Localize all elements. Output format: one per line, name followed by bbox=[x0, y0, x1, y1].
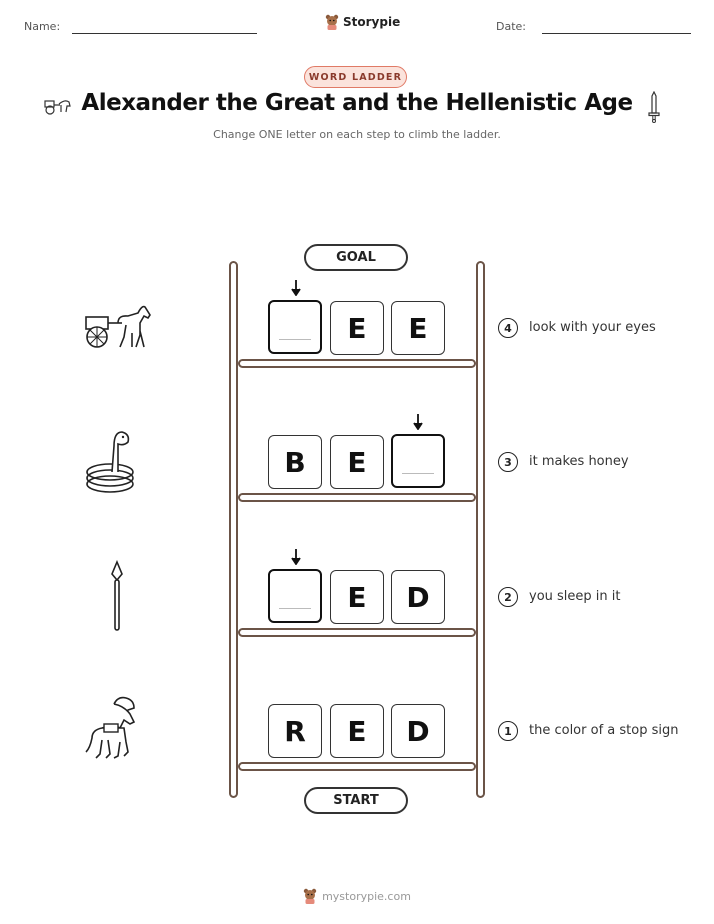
footer: mystorypie.com bbox=[0, 888, 714, 904]
chariot-title-icon bbox=[44, 100, 71, 115]
letter-tile: E bbox=[330, 704, 384, 758]
letter-tile: E bbox=[330, 570, 384, 624]
spear-icon bbox=[111, 560, 123, 631]
bear-mascot-icon bbox=[303, 888, 317, 904]
brand-logo: Storypie bbox=[325, 14, 400, 30]
step-number: 3 bbox=[498, 452, 518, 472]
blank-line bbox=[279, 339, 311, 340]
name-label: Name: bbox=[24, 20, 61, 33]
ladder-rung bbox=[238, 493, 476, 502]
down-arrow-icon bbox=[291, 280, 301, 296]
letter-tile: R bbox=[268, 704, 322, 758]
date-label: Date: bbox=[496, 20, 526, 33]
date-field[interactable] bbox=[542, 33, 691, 34]
blank-line bbox=[402, 473, 434, 474]
clue-text: the color of a stop sign bbox=[529, 723, 679, 738]
footer-site: mystorypie.com bbox=[322, 889, 411, 903]
letter-tile: E bbox=[330, 301, 384, 355]
bear-mascot-icon bbox=[325, 14, 339, 30]
down-arrow-icon bbox=[291, 549, 301, 565]
letter-tile-blank[interactable] bbox=[268, 300, 322, 354]
ladder-rung bbox=[238, 628, 476, 637]
sword-title-icon bbox=[648, 91, 660, 123]
letter-tile-blank[interactable] bbox=[391, 434, 445, 488]
down-arrow-icon bbox=[413, 414, 423, 430]
brand-name: Storypie bbox=[343, 15, 401, 29]
name-field[interactable] bbox=[72, 33, 257, 34]
ladder-rung bbox=[238, 762, 476, 771]
letter-tile: D bbox=[391, 570, 445, 624]
letter-tile-blank[interactable] bbox=[268, 569, 322, 623]
start-label: START bbox=[304, 787, 408, 814]
step-number: 2 bbox=[498, 587, 518, 607]
goal-label: GOAL bbox=[304, 244, 408, 271]
clue-text: you sleep in it bbox=[529, 589, 621, 604]
step-number: 4 bbox=[498, 318, 518, 338]
ladder-right-rail bbox=[476, 261, 485, 798]
clue-text: it makes honey bbox=[529, 454, 629, 469]
ladder-left-rail bbox=[229, 261, 238, 798]
letter-tile: B bbox=[268, 435, 322, 489]
letter-tile: D bbox=[391, 704, 445, 758]
horse-icon bbox=[85, 696, 136, 759]
page-title: Alexander the Great and the Hellenistic … bbox=[81, 90, 633, 116]
blank-line bbox=[279, 608, 311, 609]
instructions: Change ONE letter on each step to climb … bbox=[213, 128, 501, 141]
letter-tile: E bbox=[391, 301, 445, 355]
letter-tile: E bbox=[330, 435, 384, 489]
ladder-rung bbox=[238, 359, 476, 368]
word-ladder-badge: WORD LADDER bbox=[304, 66, 407, 88]
chariot-icon bbox=[85, 305, 151, 348]
clue-text: look with your eyes bbox=[529, 320, 656, 335]
step-number: 1 bbox=[498, 721, 518, 741]
snake-icon bbox=[86, 431, 134, 493]
